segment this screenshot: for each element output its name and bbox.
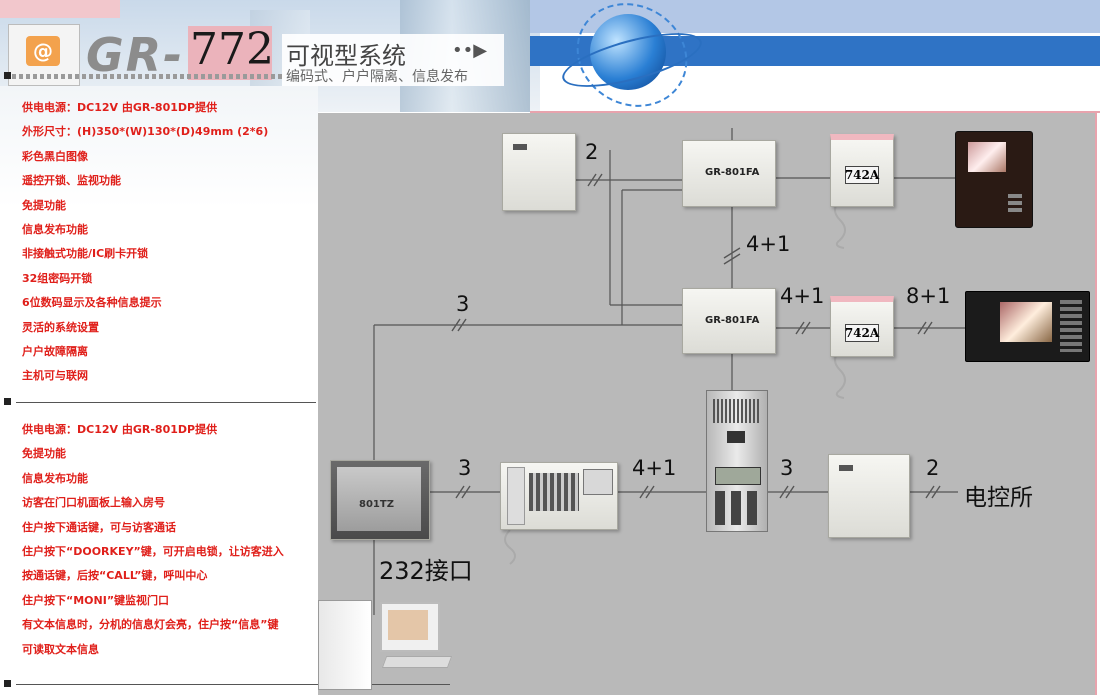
distributor-label: GR-801FA — [705, 167, 760, 178]
handset — [507, 467, 525, 525]
section-divider — [16, 402, 316, 403]
brand-logo-icon: @ — [26, 36, 60, 66]
globe-icon — [590, 14, 666, 90]
bullet-square-icon — [4, 680, 11, 687]
interface-label: 232接口 — [379, 557, 473, 585]
wire-count-label: 2 — [926, 456, 940, 480]
wire-count-label: 4+1 — [746, 232, 791, 256]
panel-border-top — [530, 111, 1100, 113]
distributor-box: GR-801FA — [682, 140, 776, 207]
wire-count-label: 2 — [585, 140, 599, 164]
distributor-box: GR-801FA — [682, 288, 776, 354]
room-number: 742A — [844, 166, 880, 184]
wire-count-label: 4+1 — [632, 456, 677, 480]
brand-logo-icon — [839, 465, 853, 471]
title-box — [282, 34, 504, 86]
feature-item: 6位数码显示及各种信息提示 — [22, 296, 162, 310]
model-box — [188, 26, 272, 80]
keyboard — [381, 656, 453, 668]
wire-count-label: 3 — [780, 456, 794, 480]
power-supply-unit — [828, 454, 910, 538]
monitor-screen — [968, 142, 1006, 172]
decoder-box: 742A — [830, 296, 894, 357]
door-display — [715, 467, 761, 485]
speaker-grille — [713, 399, 761, 423]
wire-count-label: 3 — [458, 456, 472, 480]
room-number: 742A — [844, 324, 880, 342]
pink-decoration — [0, 0, 120, 18]
monitor-buttons — [1060, 300, 1082, 352]
monitor-screen — [1000, 302, 1052, 342]
computer-tower — [318, 600, 372, 690]
video-monitor — [965, 291, 1090, 362]
feature-item: 可读取文本信息 — [22, 642, 99, 656]
feature-item: 彩色黑白图像 — [22, 149, 88, 163]
device-label-text — [525, 164, 527, 171]
bullet-square-icon — [4, 398, 11, 405]
wire-count-label: 4+1 — [780, 284, 825, 308]
feature-item: 按通话键，后按“CALL”键，呼叫中心 — [22, 569, 208, 583]
video-monitor — [955, 131, 1033, 228]
computer-screen — [388, 610, 428, 640]
controller-face — [337, 467, 421, 531]
power-room-label: 电控所 — [964, 485, 1033, 511]
feature-item: 住户按下“MONI”键监视门口 — [22, 593, 170, 607]
door-station — [706, 390, 768, 532]
section-divider — [16, 684, 450, 685]
feature-item: 灵活的系统设置 — [22, 320, 99, 334]
feature-item: 住户按下“DOORKEY”键，可开启电锁，让访客进入 — [22, 545, 284, 559]
computer-monitor — [380, 602, 440, 652]
page-subtitle: 编码式、户户隔离、信息发布 — [286, 69, 468, 85]
feature-item: 外形尺寸：(H)350*(W)130*(D)49mm (2*6) — [22, 125, 269, 139]
feature-item: 免提功能 — [22, 198, 66, 212]
model-number: 772 — [190, 24, 274, 75]
brand-logo-icon — [513, 144, 527, 150]
monitor-buttons — [1008, 194, 1022, 214]
feature-panel — [0, 86, 318, 695]
feature-list-1: 供电电源：DC12V 由GR-801DP提供 外形尺寸：(H)350*(W)13… — [22, 96, 268, 389]
feature-item: 供电电源：DC12V 由GR-801DP提供 — [22, 101, 218, 114]
feature-item: 住户按下通话键，可与访客通话 — [22, 520, 176, 534]
feature-item: 免提功能 — [22, 447, 66, 461]
door-keypad — [715, 491, 759, 525]
wire-count-label: 3 — [456, 292, 470, 316]
feature-list-2: 供电电源：DC12V 由GR-801DP提供 免提功能 信息发布功能 访客在门口… — [22, 418, 284, 662]
feature-item: 主机可与联网 — [22, 369, 88, 383]
arrow-icon: ••▶ — [452, 40, 488, 61]
feature-item: 供电电源：DC12V 由GR-801DP提供 — [22, 423, 218, 436]
distributor-label: GR-801FA — [705, 315, 760, 326]
feature-item: 遥控开锁、监视功能 — [22, 174, 121, 188]
feature-item: 信息发布功能 — [22, 471, 88, 485]
brand-name: GR- — [86, 28, 185, 82]
guard-screen — [583, 469, 613, 495]
controller-801tz: 801TZ — [330, 460, 430, 540]
decoder-box: 742A — [830, 134, 894, 207]
feature-item: 32组密码开锁 — [22, 271, 93, 285]
page-title: 可视型系统 — [286, 42, 406, 70]
power-supply-unit — [502, 133, 576, 211]
feature-item: 访客在门口机面板上输入房号 — [22, 496, 165, 510]
feature-item: 信息发布功能 — [22, 223, 88, 237]
wire-count-label: 8+1 — [906, 284, 951, 308]
dotted-divider — [12, 74, 282, 79]
bullet-square-icon — [4, 72, 11, 79]
feature-item: 非接触式功能/IC刷卡开锁 — [22, 247, 149, 261]
feature-item: 户户故障隔离 — [22, 345, 88, 359]
controller-label: 801TZ — [359, 499, 394, 510]
panel-border-right — [1095, 111, 1097, 695]
camera-icon — [727, 431, 745, 443]
guard-unit — [500, 462, 618, 530]
keypad — [529, 473, 579, 511]
feature-item: 有文本信息时，分机的信息灯会亮，住户按“信息”键 — [22, 618, 279, 632]
